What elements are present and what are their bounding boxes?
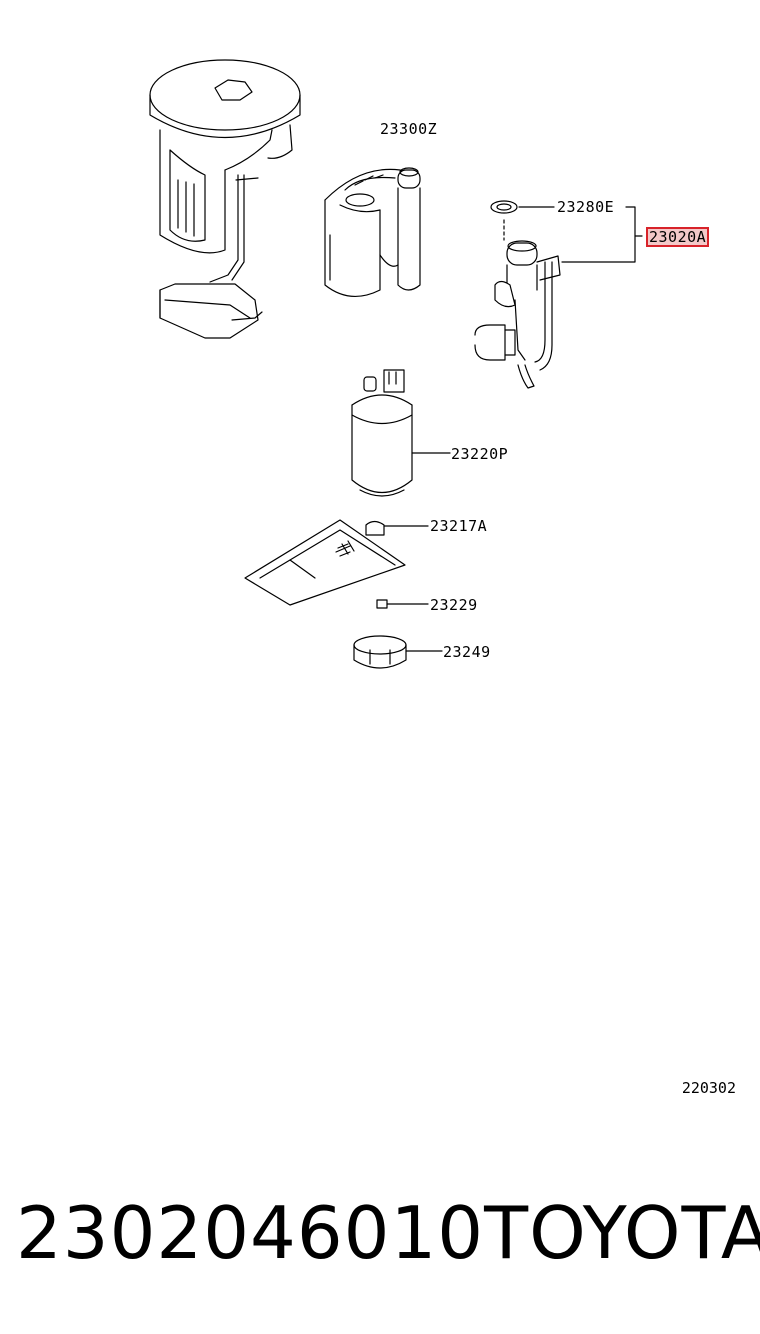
- fuel-pump-drawing: [352, 370, 450, 496]
- pump-bracket-drawing: [150, 60, 300, 338]
- part-label-23217a: 23217A: [430, 517, 488, 535]
- parts-diagram: [0, 0, 760, 720]
- pressure-regulator-drawing: [475, 207, 642, 388]
- diagram-page-code: 220302: [681, 1079, 736, 1097]
- part-label-23280e: 23280E: [557, 198, 615, 216]
- part-label-23229: 23229: [430, 596, 478, 614]
- part-label-23300z: 23300Z: [380, 120, 438, 138]
- footer: 2302046010 TOYOTA: [16, 1188, 760, 1278]
- o-ring-drawing: [491, 201, 554, 240]
- part-label-23220p: 23220P: [451, 445, 509, 463]
- part-label-23020a[interactable]: 23020A: [646, 227, 710, 247]
- footer-part-number: 2302046010: [16, 1191, 485, 1275]
- footer-brand: TOYOTA: [484, 1191, 760, 1275]
- strainer-drawing: [245, 520, 428, 605]
- part-label-23249: 23249: [443, 643, 491, 661]
- clip-drawing: [377, 600, 428, 608]
- cushion-drawing: [354, 636, 442, 668]
- fuel-filter-drawing: [325, 168, 420, 296]
